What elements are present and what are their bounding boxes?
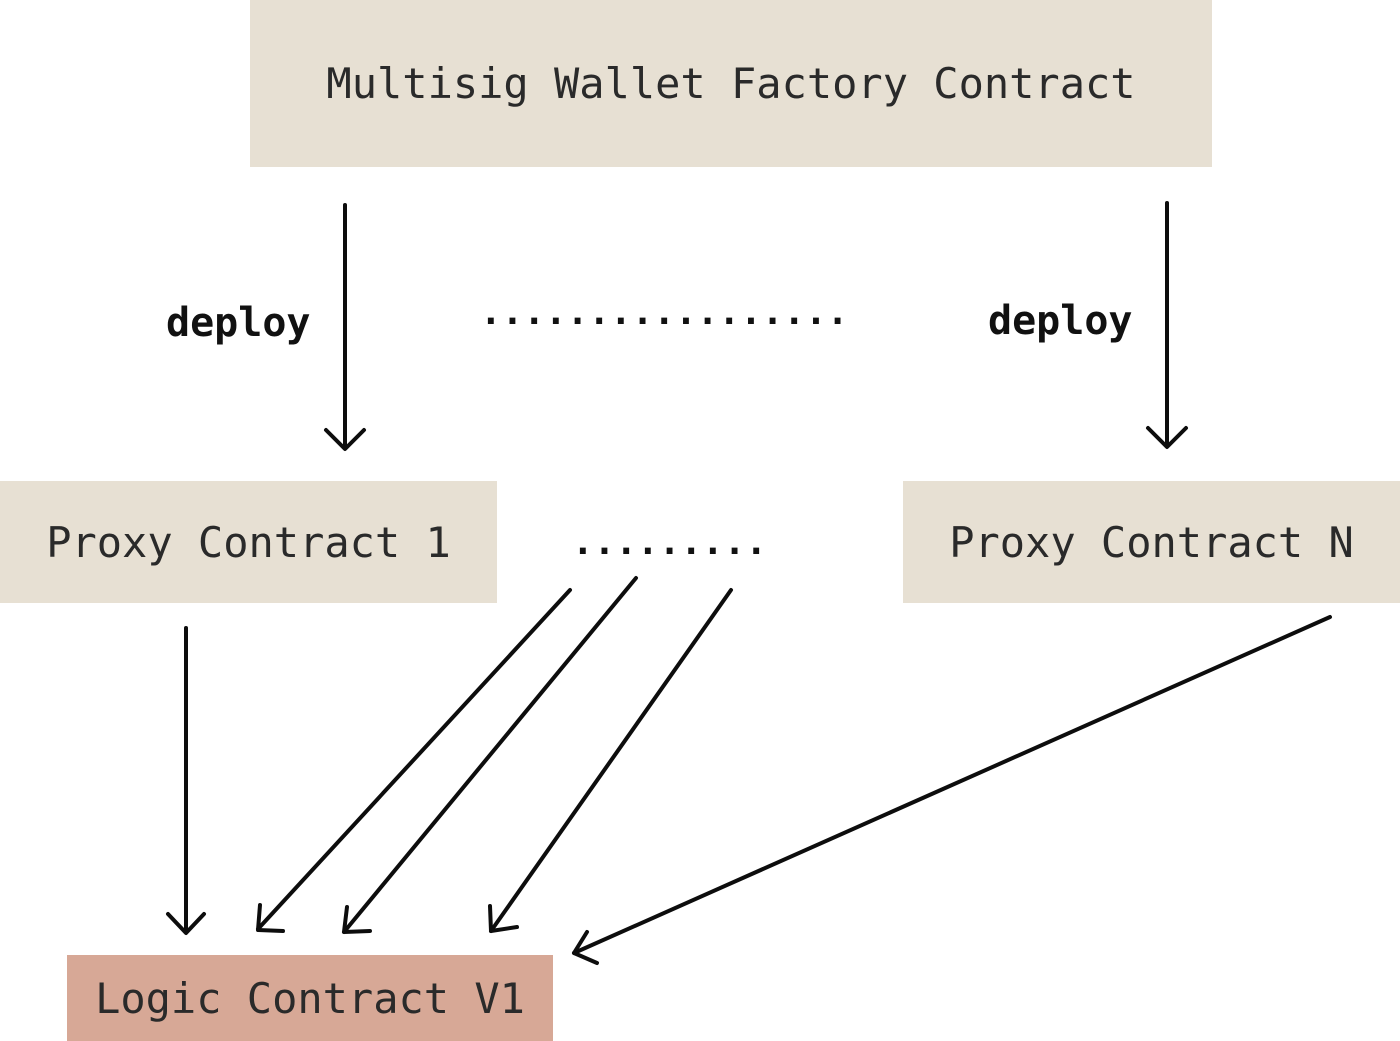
- ellipsis-more-proxies: .........: [572, 522, 768, 563]
- proxy-contract-n-label: Proxy Contract N: [949, 517, 1354, 567]
- proxy-contract-1-box: Proxy Contract 1: [0, 481, 497, 603]
- factory-contract-label: Multisig Wallet Factory Contract: [326, 59, 1136, 108]
- deploy-label-left: deploy: [166, 300, 311, 346]
- arrow-proxy-a-to-logic: [256, 588, 572, 933]
- logic-contract-box: Logic Contract V1: [67, 955, 553, 1041]
- arrow-proxy1-to-logic: [166, 626, 206, 935]
- proxy-contract-n-box: Proxy Contract N: [903, 481, 1400, 603]
- proxy-contract-1-label: Proxy Contract 1: [46, 517, 451, 567]
- arrow-factory-to-proxy1: [324, 203, 366, 451]
- factory-contract-box: Multisig Wallet Factory Contract: [250, 0, 1212, 167]
- deploy-label-right: deploy: [988, 298, 1133, 344]
- ellipsis-more-proxies-deploy: .................: [480, 292, 849, 333]
- logic-contract-label: Logic Contract V1: [95, 973, 525, 1023]
- arrow-proxy-b-to-logic: [342, 576, 638, 934]
- arrow-factory-to-proxyN: [1146, 201, 1188, 449]
- arrow-proxyN-to-logic: [572, 615, 1332, 965]
- arrow-proxy-c-to-logic: [488, 588, 733, 933]
